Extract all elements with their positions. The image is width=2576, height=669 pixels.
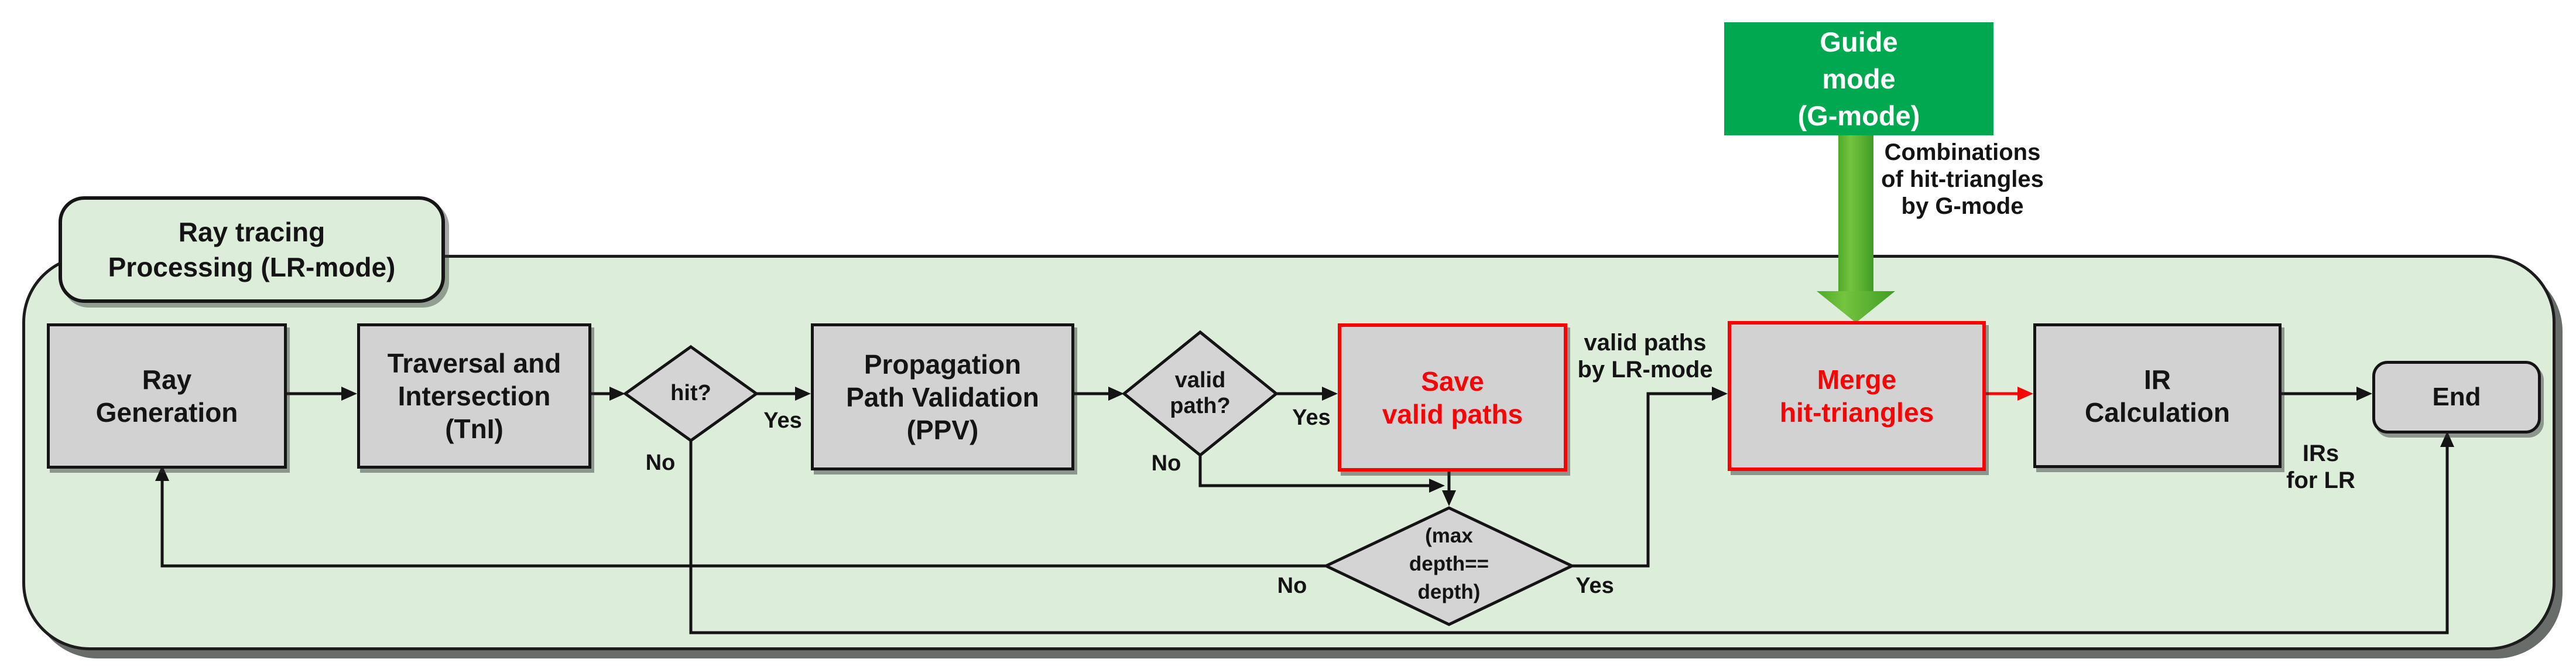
edge-label-valid-yes: Yes (1292, 405, 1331, 430)
edge-label-depth-yes: Yes (1575, 574, 1614, 598)
node-ppv-text: Propagation Path Validation (PPV) (846, 349, 1039, 445)
diamond-hit-text: hit? (670, 381, 711, 405)
node-tni-text: Traversal and Intersection (TnI) (387, 348, 561, 444)
node-end-text: End (2432, 383, 2481, 411)
g-mode-arrow (1817, 135, 1895, 323)
node-ir-calculation-text: IR Calculation (2085, 364, 2230, 428)
node-save-valid-paths-text: Save valid paths (1382, 366, 1523, 429)
title-label-text: Ray tracing Processing (LR-mode) (108, 217, 396, 282)
edge-label-hit-no: No (645, 450, 676, 475)
black-arrowheads (155, 387, 2454, 506)
diamond-valid-path-text: valid path? (1170, 368, 1231, 418)
black-connectors (160, 392, 2449, 634)
diamond-hit (622, 344, 759, 443)
edge-label-hit-yes: Yes (763, 408, 802, 433)
node-end: End (2372, 361, 2541, 434)
node-merge-hit-triangles-text: Merge hit-triangles (1779, 364, 1934, 428)
diamond-max-depth (1323, 506, 1575, 626)
node-ppv: Propagation Path Validation (PPV) (811, 323, 1074, 470)
guide-mode-text: Guide mode (G-mode) (1797, 26, 1920, 131)
edge-label-valid-no: No (1151, 451, 1181, 476)
node-tni: Traversal and Intersection (TnI) (357, 323, 591, 469)
node-merge-hit-triangles: Merge hit-triangles (1728, 321, 1986, 471)
guide-mode-box: Guide mode (G-mode) (1724, 22, 1993, 135)
diamond-valid-path (1122, 330, 1279, 458)
red-connector (1979, 387, 2033, 401)
annotation-irs-for-lr: IRs for LR (2286, 441, 2355, 493)
annotation-valid-paths-by-lr: valid paths by LR-mode (1577, 330, 1713, 383)
diamond-max-depth-text: (max depth== depth) (1409, 524, 1489, 603)
annotation-combinations: Combinations of hit-triangles by G-mode (1881, 139, 2044, 219)
node-ir-calculation: IR Calculation (2033, 323, 2282, 468)
node-save-valid-paths: Save valid paths (1338, 323, 1567, 472)
node-ray-generation: Ray Generation (47, 323, 287, 469)
title-label: Ray tracing Processing (LR-mode) (59, 196, 445, 303)
edge-label-depth-no: No (1277, 574, 1307, 598)
node-ray-generation-text: Ray Generation (95, 364, 238, 428)
